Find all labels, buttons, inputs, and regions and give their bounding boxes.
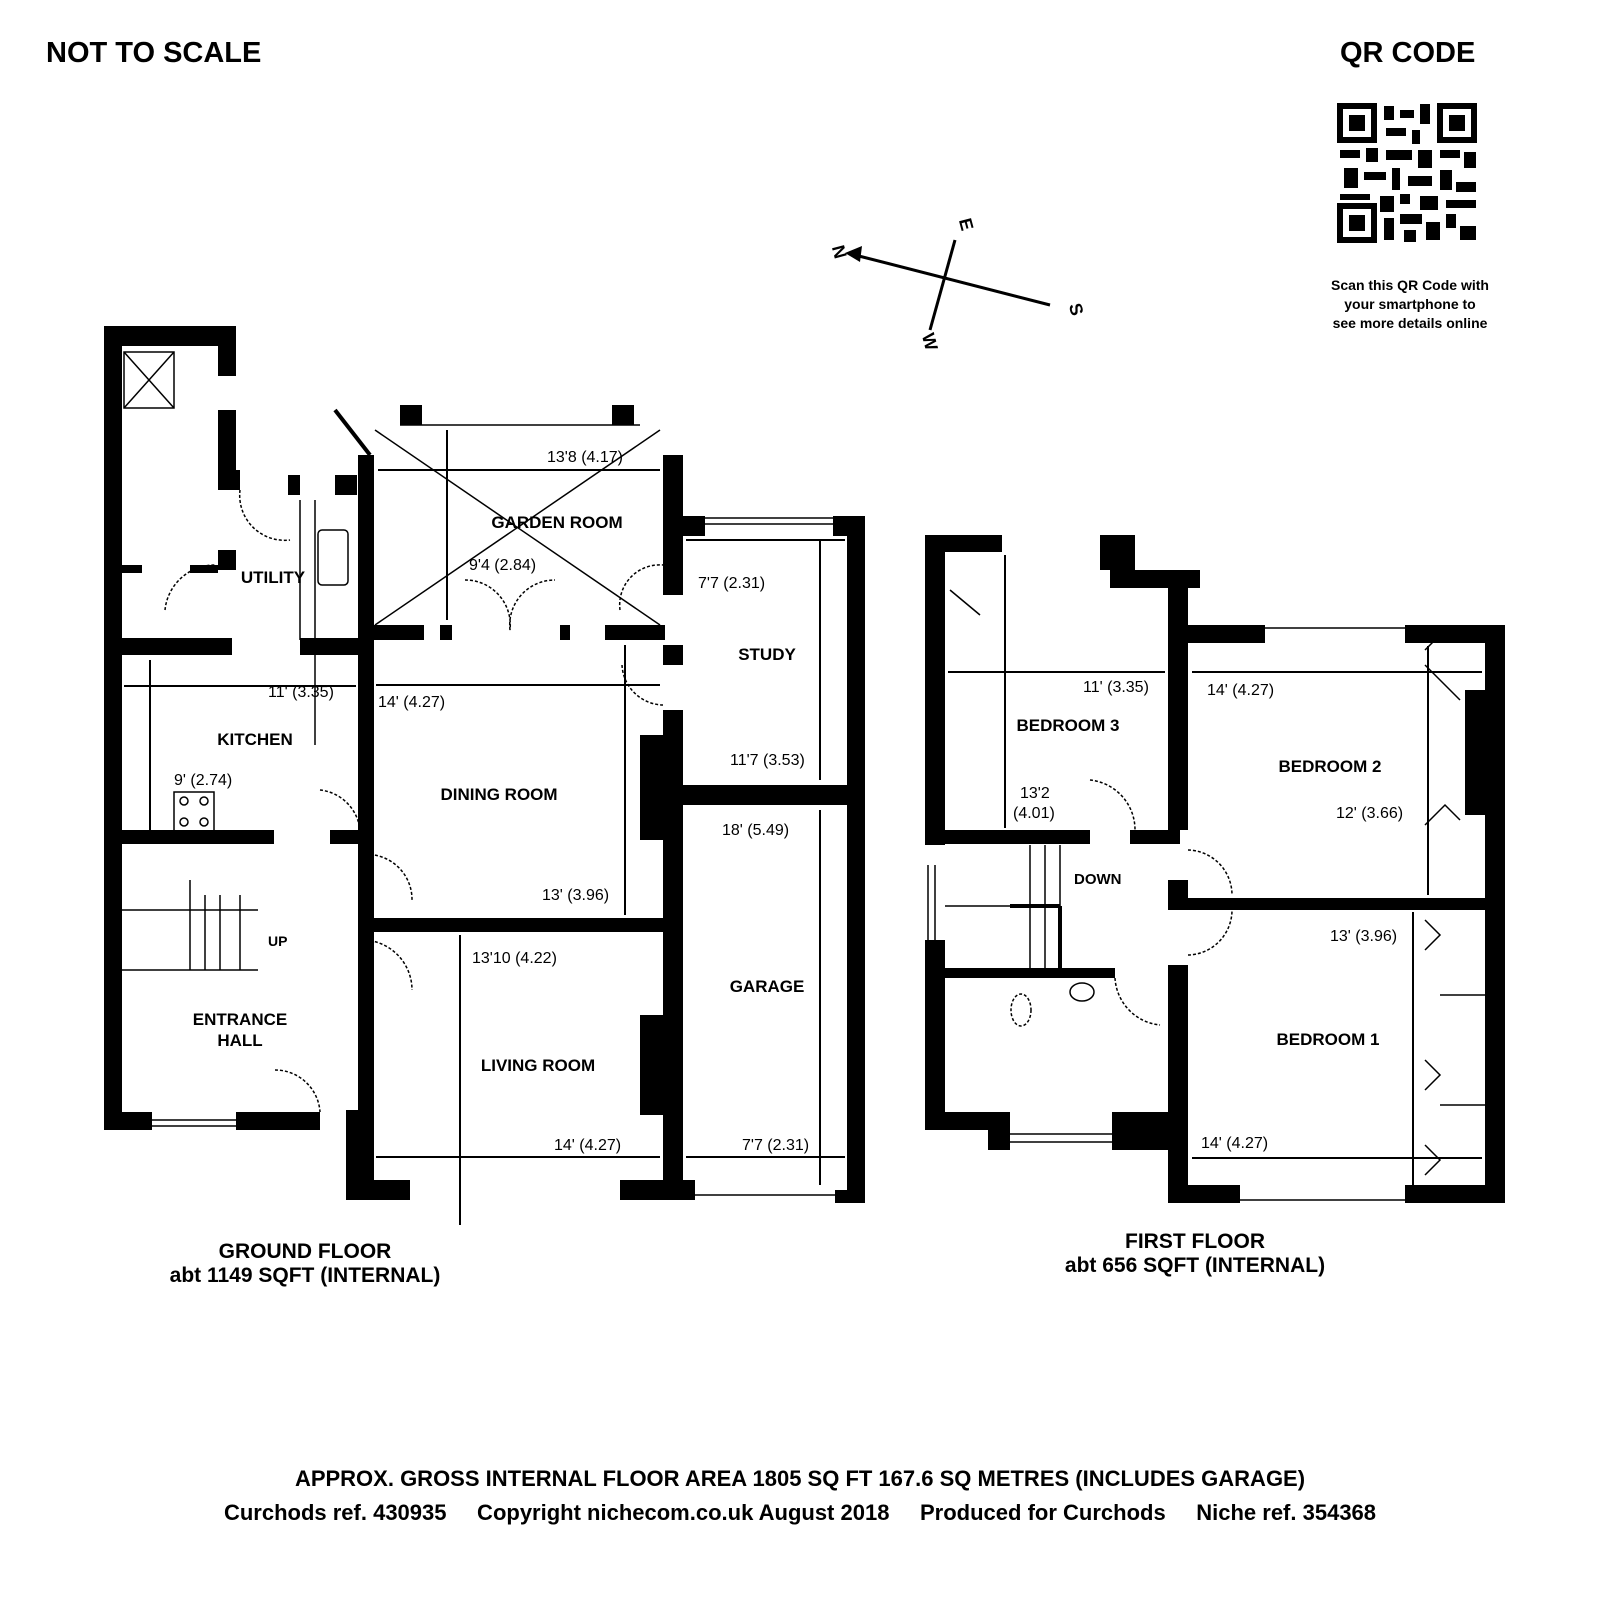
qr-caption-line: see more details online: [1332, 315, 1488, 331]
first-floor-dimension-lines: [948, 555, 1482, 1185]
ground-floor-caption: GROUND FLOOR abt 1149 SQFT (INTERNAL): [105, 1240, 505, 1288]
room-label-hall: HALL: [217, 1031, 262, 1050]
room-label-living-room: LIVING ROOM: [481, 1056, 595, 1075]
compass-s: S: [1065, 301, 1087, 318]
dim-living-width: 14' (4.27): [554, 1137, 621, 1154]
ground-floor-fixtures: [105, 351, 835, 1196]
stairs-down-label: DOWN: [1074, 871, 1122, 888]
room-label-garden-room: GARDEN ROOM: [491, 513, 622, 532]
room-label-bedroom-2: BEDROOM 2: [1279, 757, 1382, 776]
qr-caption-line: Scan this QR Code with: [1331, 277, 1489, 293]
dim-bed3-depth: 13'2: [1020, 785, 1050, 802]
room-label-utility: UTILITY: [241, 568, 306, 587]
dim-bed2-width: 14' (4.27): [1207, 682, 1274, 699]
room-label-dining-room: DINING ROOM: [440, 785, 557, 804]
dim-bed2-depth: 12' (3.66): [1336, 805, 1403, 822]
ground-floor-walls: [104, 326, 865, 1203]
dim-kitchen-depth: 9' (2.74): [174, 772, 232, 789]
dim-garden-width: 13'8 (4.17): [547, 449, 623, 466]
gross-area-footer: APPROX. GROSS INTERNAL FLOOR AREA 1805 S…: [294, 1466, 1306, 1491]
dim-garden-depth: 9'4 (2.84): [469, 557, 536, 574]
not-to-scale-label: NOT TO SCALE: [46, 37, 262, 69]
dim-bed1-width: 14' (4.27): [1201, 1135, 1268, 1152]
first-floor-walls: [925, 535, 1505, 1203]
dim-garage-depth: 18' (5.49): [722, 822, 789, 839]
dim-study-depth: 11'7 (3.53): [730, 752, 805, 769]
dim-living-depth: 13'10 (4.22): [472, 950, 557, 967]
qr-code-title: QR CODE: [1340, 37, 1476, 69]
first-floor-title: FIRST FLOOR: [1125, 1230, 1265, 1253]
ground-floor-area: abt 1149 SQFT (INTERNAL): [169, 1264, 441, 1287]
dim-bed1-depth: 13' (3.96): [1330, 928, 1397, 945]
references-footer: Curchods ref. 430935 Copyright nichecom.…: [223, 1500, 1377, 1525]
ground-floor-title: GROUND FLOOR: [218, 1240, 392, 1263]
qr-code-icon: [1337, 103, 1477, 243]
dim-kitchen-width: 11' (3.35): [268, 684, 334, 701]
dim-garage-width: 7'7 (2.31): [742, 1137, 809, 1154]
ground-floor-dimension-lines: [124, 430, 845, 1225]
dim-bed3-width: 11' (3.35): [1083, 679, 1149, 696]
first-floor-caption: FIRST FLOOR abt 656 SQFT (INTERNAL): [995, 1230, 1395, 1278]
dim-study-width: 7'7 (2.31): [698, 575, 765, 592]
room-label-study: STUDY: [738, 645, 796, 664]
dim-dining-width: 14' (4.27): [378, 694, 445, 711]
room-label-bedroom-1: BEDROOM 1: [1277, 1030, 1380, 1049]
room-label-kitchen: KITCHEN: [217, 730, 293, 749]
qr-caption-line: your smartphone to: [1344, 296, 1476, 312]
compass-w: W: [918, 331, 942, 353]
stairs-up-label: UP: [268, 933, 287, 949]
room-label-entrance: ENTRANCE: [193, 1010, 287, 1029]
first-floor-area: abt 656 SQFT (INTERNAL): [1064, 1254, 1326, 1277]
room-label-bedroom-3: BEDROOM 3: [1017, 716, 1120, 735]
compass-icon: [845, 239, 1051, 331]
dim-bed3-depth-metric: (4.01): [1013, 805, 1055, 822]
qr-caption: Scan this QR Code with your smartphone t…: [1300, 276, 1520, 333]
compass-e: E: [955, 216, 977, 233]
room-label-garage: GARAGE: [730, 977, 805, 996]
compass-n: N: [828, 243, 851, 261]
dim-dining-depth: 13' (3.96): [542, 887, 609, 904]
